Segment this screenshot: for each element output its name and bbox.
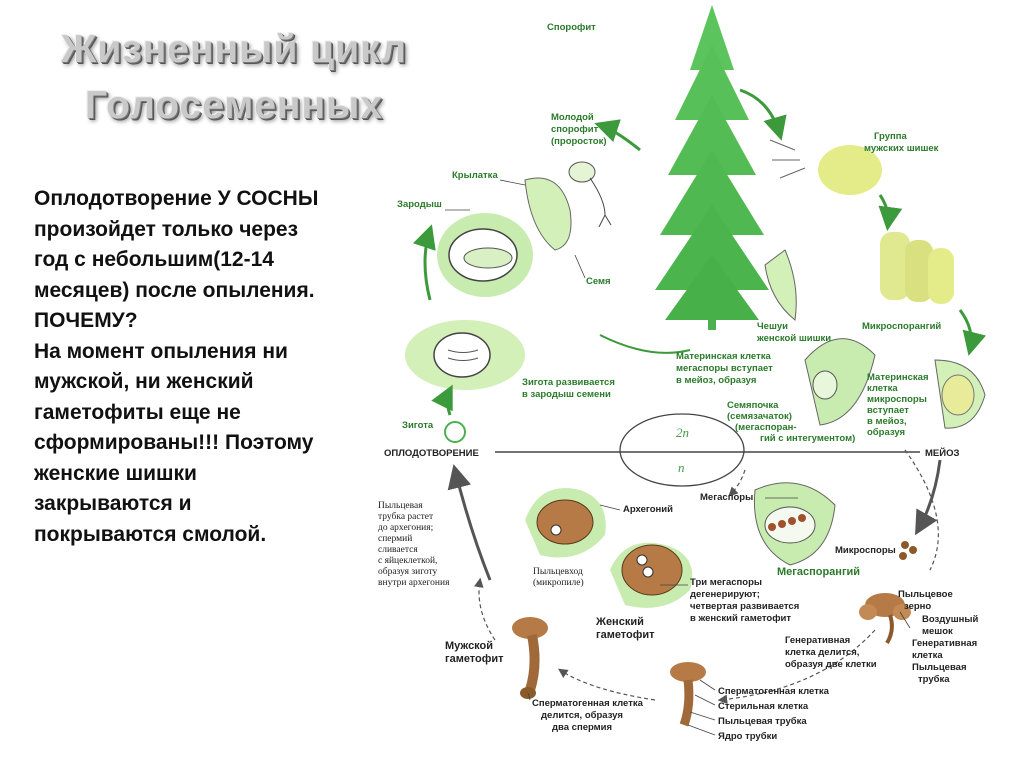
female-scales-label-1: Чешуи xyxy=(757,321,788,332)
title-line-2: Голосеменных xyxy=(84,84,384,127)
pollen-tube-grows-label-6: с яйцеклеткой, xyxy=(378,555,437,566)
fertilization-label: ОПЛОДОТВОРЕНИЕ xyxy=(384,448,479,459)
pollen-tube-grows-label-5: сливается xyxy=(378,545,418,555)
generative-cell-label-1: Генеративная xyxy=(912,638,977,649)
male-cones-label-2: мужских шишек xyxy=(864,143,939,154)
slide-body-text: Оплодотворение У СОСНЫ произойдет только… xyxy=(34,187,319,546)
generative-divides-label-3: образуя две клетки xyxy=(785,659,877,670)
pollen-tube-grows-label-8: внутри архегония xyxy=(378,578,450,588)
sterile-cell-label: Стерильная клетка xyxy=(718,701,809,712)
female-gametophyte-label-2: гаметофит xyxy=(596,629,655,641)
female-cone-scales-illustration xyxy=(764,249,797,321)
wing-seed-illustration xyxy=(524,177,572,251)
megasporangium-label: Мегаспорангий xyxy=(777,566,860,578)
spermatogenous-divides-label-3: два спермия xyxy=(552,722,612,733)
pollen-tube-grows-label-1: Пыльцевая xyxy=(378,501,423,511)
slide-title: Жизненный цикл Голосеменных xyxy=(34,22,434,134)
microspore-mother-label-5: в мейоз, xyxy=(867,416,907,427)
zygote-develops-label-2: в зародыш семени xyxy=(522,389,611,400)
male-gametophyte-label-1: Мужской xyxy=(445,640,493,652)
embryo-label: Зародыш xyxy=(397,199,442,210)
megaspore-mother-label-3: в мейоз, образуя xyxy=(676,375,756,386)
megasporangium-illustration xyxy=(753,482,836,566)
ploidy-2n-label: 2n xyxy=(676,425,689,440)
generative-divides-label-2: клетка делится, xyxy=(785,647,859,658)
archegonium-illustration xyxy=(525,488,606,558)
dashed-cycle-arrows xyxy=(474,449,939,705)
pollen-tube-label-2: трубка xyxy=(918,674,950,685)
ploidy-ellipse xyxy=(619,413,745,487)
archegonium-label: Архегоний xyxy=(623,504,673,515)
leader-lines xyxy=(445,179,911,736)
sporophyte-label: Спорофит xyxy=(547,22,596,33)
young-sporophyte-label-3: (проросток) xyxy=(551,136,607,147)
pollen-tube-2-label: Пыльцевая трубка xyxy=(718,716,807,727)
air-sac-label-2: мешок xyxy=(922,626,953,637)
wing-label: Крылатка xyxy=(452,170,498,181)
microspore-mother-label-6: образуя xyxy=(867,427,905,438)
ovule-label-3: (мегаспоран- xyxy=(735,422,797,433)
micropyle-label-1: Пыльцевход xyxy=(533,567,583,577)
seed-label: Семя xyxy=(586,276,611,287)
spermatogenous-cell-label: Сперматогенная клетка xyxy=(718,686,830,697)
pollen-grain-label-1: Пыльцевое xyxy=(898,589,953,600)
young-sporophyte-label-2: спорофит xyxy=(551,124,599,135)
ploidy-n-label: n xyxy=(678,460,685,475)
pollen-grain-illustration xyxy=(859,593,911,645)
three-megaspores-label-1: Три мегаспоры xyxy=(690,577,762,588)
microspore-mother-label-3: микроспоры xyxy=(867,394,927,405)
three-megaspores-label-4: в женский гаметофит xyxy=(690,613,791,624)
air-sac-label-1: Воздушный xyxy=(922,614,978,625)
microsporangium-label: Микроспорангий xyxy=(862,321,941,332)
ovule-label-2: (семязачаток) xyxy=(727,411,792,422)
female-gametophyte-illustration xyxy=(610,542,693,608)
megaspore-mother-label-1: Материнская клетка xyxy=(676,351,771,362)
ovule-label-4: гий с интегументом) xyxy=(760,433,855,444)
pollen-tube-grows-label-3: до архегония; xyxy=(378,523,433,533)
title-line-1: Жизненный цикл xyxy=(61,28,407,71)
zygote-label: Зигота xyxy=(402,420,434,431)
ovule-illustration xyxy=(804,338,876,426)
male-cones-illustration xyxy=(769,139,882,195)
tube-nucleus-label: Ядро трубки xyxy=(718,731,777,742)
pollen-tube-grows-label-4: спермий xyxy=(378,533,412,544)
megaspore-mother-label-2: мегаспоры вступает xyxy=(676,363,773,374)
three-megaspores-label-2: дегенерируют; xyxy=(690,589,760,600)
microspores-label: Микроспоры xyxy=(835,545,896,556)
spermatogenous-divides-label-1: Сперматогенная клетка xyxy=(532,698,644,709)
three-megaspores-label-3: четвертая развивается xyxy=(690,601,799,612)
cycle-arrows xyxy=(412,88,987,581)
spermatogenous-divides-label-2: делится, образуя xyxy=(541,710,623,721)
male-cones-label-1: Группа xyxy=(874,131,907,142)
male-gametophyte-label-2: гаметофит xyxy=(445,653,504,665)
female-gametophyte-label-1: Женский xyxy=(595,616,644,628)
microsporangium-illustration xyxy=(880,232,954,304)
meiosis-label: МЕЙОЗ xyxy=(925,447,959,459)
micropyle-label-2: (микропиле) xyxy=(533,577,584,588)
embryo-seed-illustration xyxy=(437,213,533,297)
microspore-mother-label-4: вступает xyxy=(867,405,909,416)
young-sporophyte-label-1: Молодой xyxy=(551,112,594,123)
pollen-tube-grows-label-2: трубка растет xyxy=(378,511,434,522)
microspore-mother-label-2: клетка xyxy=(867,383,898,394)
zygote-embryo-illustration xyxy=(405,320,525,390)
zygote-illustration xyxy=(444,421,466,443)
pine-tree-illustration xyxy=(655,5,769,330)
generative-divides-label-1: Генеративная xyxy=(785,635,850,646)
megaspores-label: Мегаспоры xyxy=(700,492,753,503)
microspore-mother-illustration xyxy=(934,359,986,429)
pollen-tube-grows-label-7: образуя зиготу xyxy=(378,566,438,577)
seedling-illustration xyxy=(568,161,612,228)
microspore-mother-label-1: Материнская xyxy=(867,372,929,383)
ovule-label-1: Семяпочка xyxy=(727,400,779,411)
pollen-tube-illustration xyxy=(670,662,706,727)
generative-cell-label-2: клетка xyxy=(912,650,943,661)
female-scales-label-2: женской шишки xyxy=(756,333,831,344)
pollen-tube-label-1: Пыльцевая xyxy=(912,662,966,673)
pollen-grain-label-2: зерно xyxy=(904,601,931,612)
microspores-illustration xyxy=(899,541,917,560)
male-gametophyte-illustration xyxy=(512,617,548,699)
zygote-develops-label-1: Зигота развивается xyxy=(522,377,615,388)
